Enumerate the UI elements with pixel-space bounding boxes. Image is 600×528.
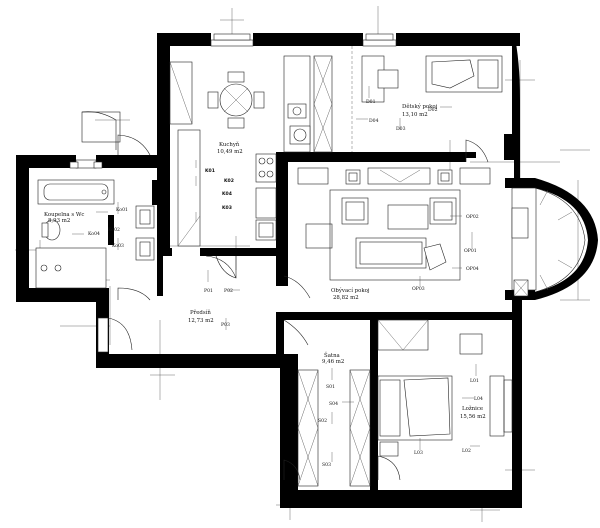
bathroom-furniture — [35, 111, 155, 289]
tag-s01: S01 — [326, 384, 335, 390]
element-tags: K01 K02 K04 K03 D01 D02 D04 D03 Ko01 Ko0… — [88, 99, 483, 468]
room-labels: Kuchyň 10,49 m2 Dětský pokoj 13,10 m2 Ko… — [44, 103, 486, 420]
walls — [16, 33, 535, 508]
kids-room-name: Dětský pokoj — [402, 103, 438, 110]
living-furniture — [297, 167, 491, 281]
tag-k01: K01 — [205, 168, 215, 174]
doors — [215, 139, 489, 481]
tag-k03: K03 — [222, 205, 232, 211]
tag-k02: K02 — [224, 178, 234, 184]
tag-d03: D03 — [396, 126, 406, 132]
living-room-area: 28,82 m2 — [333, 295, 359, 301]
tag-p02: P02 — [224, 288, 233, 294]
pilasters — [69, 33, 397, 169]
kids-room-furniture — [351, 46, 503, 152]
tag-p01: P01 — [204, 288, 213, 294]
tag-s03: S03 — [322, 462, 331, 468]
kitchen-name: Kuchyň — [219, 141, 240, 148]
closet-furniture — [297, 369, 371, 487]
closet-area: 9,46 m2 — [322, 359, 344, 365]
tag-l01: L01 — [470, 378, 479, 384]
tag-ko01: Ko01 — [116, 207, 128, 213]
hall-name: Předsíň — [190, 309, 211, 316]
tag-op03: OP03 — [412, 286, 425, 292]
tag-s04: S04 — [329, 401, 338, 407]
tag-p03: P03 — [221, 322, 230, 328]
tag-op01: OP01 — [464, 248, 477, 254]
living-room-name: Obývací pokoj — [331, 287, 370, 294]
bedroom-name: Ložnice — [462, 405, 483, 412]
bathroom-area: 8,93 m2 — [48, 218, 70, 224]
bay-window — [511, 178, 598, 300]
hall-area: 12,73 m2 — [188, 318, 214, 324]
kids-room-area: 13,10 m2 — [402, 112, 428, 118]
tag-ko04: Ko04 — [88, 231, 100, 237]
tag-d04: D04 — [369, 118, 379, 124]
hall-items — [97, 255, 311, 353]
bedroom-area: 15,56 m2 — [460, 414, 486, 420]
tag-l04: L04 — [474, 396, 483, 402]
tag-k04: K04 — [222, 191, 232, 197]
tag-ko03: Ko03 — [112, 243, 124, 249]
tag-l03: L03 — [414, 450, 423, 456]
kitchen-furniture — [169, 55, 333, 247]
closet-name: Šatna — [324, 351, 341, 359]
tag-s02: S02 — [318, 418, 327, 424]
tag-l02: L02 — [462, 448, 471, 454]
tag-op02: OP02 — [466, 214, 479, 220]
kitchen-area: 10,49 m2 — [217, 149, 243, 155]
tag-ko02: Ko02 — [108, 227, 120, 233]
bathroom-name: Koupelna s Wc — [44, 212, 84, 218]
tag-op04: OP04 — [466, 266, 479, 272]
tag-d02: D02 — [428, 107, 438, 113]
view-arrows — [72, 86, 480, 462]
tag-d01: D01 — [366, 99, 376, 105]
bedroom-furniture — [377, 319, 513, 457]
